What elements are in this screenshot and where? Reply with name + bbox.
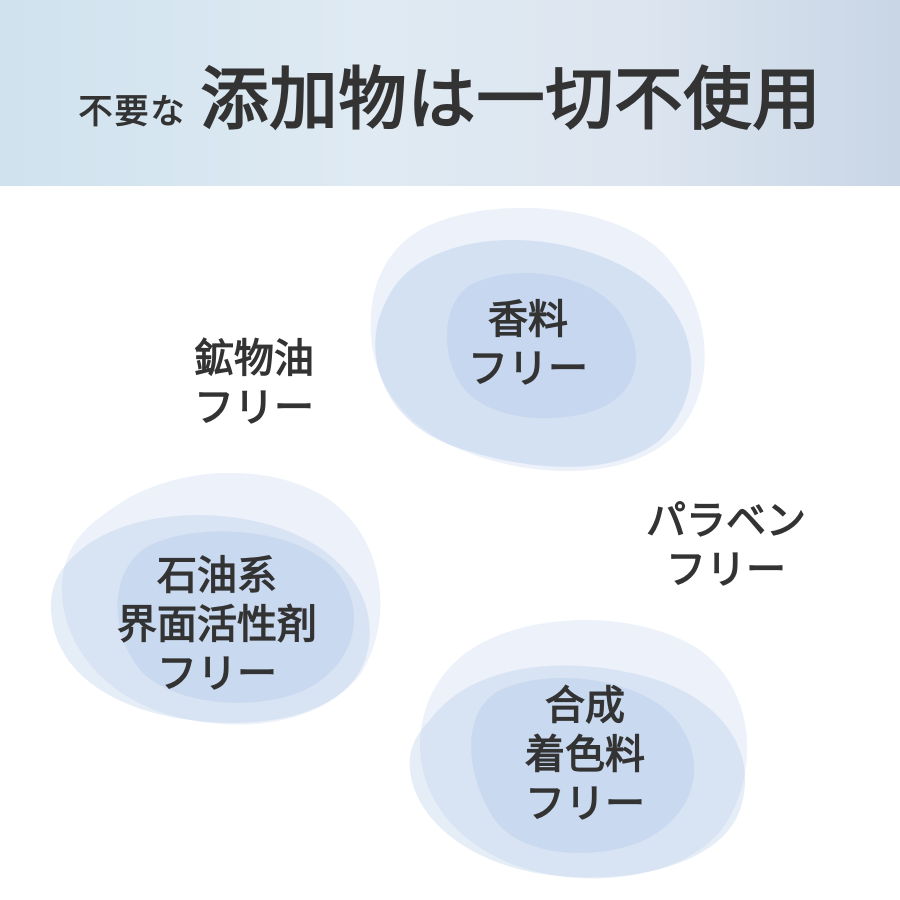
blob-shape [446, 272, 637, 419]
blob-group-fragrance [370, 207, 705, 472]
blob-shape [370, 207, 705, 472]
label-line: フリー [525, 779, 645, 827]
blob-shape [375, 240, 692, 467]
page-title: 不要な 添加物は一切不使用 [78, 44, 821, 143]
blob-shape [471, 677, 695, 854]
blob-shape [420, 620, 748, 879]
label-line: 合成 [545, 682, 625, 729]
label-line: 鉱物油 [194, 335, 314, 382]
label-line: フリー [468, 344, 588, 392]
label-line: 香料 [488, 296, 568, 343]
label-paraben-free: パラベン フリー [646, 497, 806, 595]
title-main: 添加物は一切不使用 [200, 59, 822, 140]
label-line: フリー [194, 383, 314, 431]
label-surfactant-free: 石油系 界面活性剤 フリー [117, 552, 317, 698]
label-fragrance-free: 香料 フリー [468, 296, 588, 394]
blob-group-colorant [409, 620, 748, 879]
label-line: フリー [666, 545, 786, 593]
blob-shape [409, 665, 746, 878]
blob-group-surfactant [50, 472, 381, 725]
label-line: 着色料 [525, 730, 645, 778]
blob-shape [50, 515, 370, 723]
blob-shape [117, 531, 355, 703]
label-line: パラベン [646, 497, 806, 544]
header-banner: 不要な 添加物は一切不使用 [0, 0, 900, 186]
label-line: フリー [157, 649, 277, 697]
blob-shape [61, 472, 381, 725]
label-line: 石油系 [157, 552, 277, 599]
title-prefix: 不要な [78, 91, 187, 132]
label-colorant-free: 合成 着色料 フリー [525, 682, 645, 828]
label-line: 界面活性剤 [117, 600, 317, 648]
label-mineral-oil-free: 鉱物油 フリー [194, 335, 314, 433]
